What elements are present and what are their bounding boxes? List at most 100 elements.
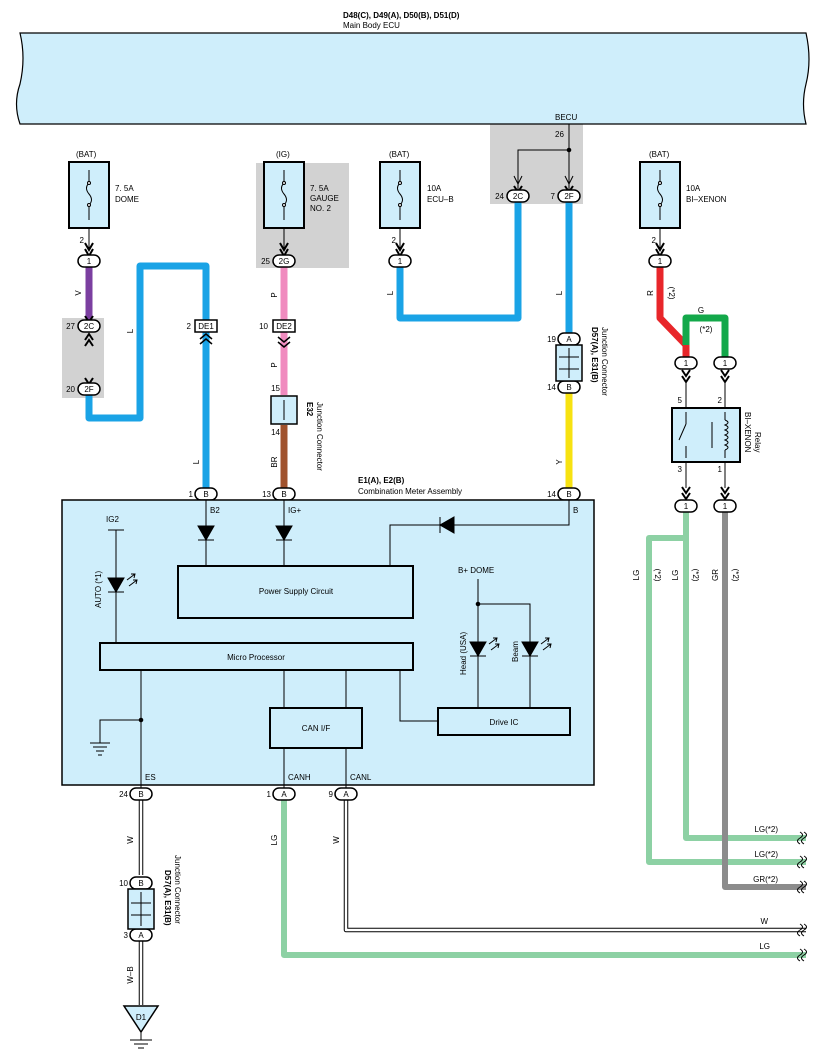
svg-text:W–B: W–B xyxy=(126,966,135,983)
svg-text:NO. 2: NO. 2 xyxy=(310,204,331,213)
svg-text:10A: 10A xyxy=(427,184,442,193)
svg-text:B: B xyxy=(138,879,143,888)
fuse-icon xyxy=(281,170,287,220)
svg-text:1: 1 xyxy=(684,359,689,368)
svg-text:13: 13 xyxy=(262,490,271,499)
svg-text:3: 3 xyxy=(124,931,129,940)
svg-text:(BAT): (BAT) xyxy=(389,150,410,159)
svg-text:14: 14 xyxy=(271,428,280,437)
svg-text:A: A xyxy=(138,931,144,940)
pin-circles xyxy=(77,189,737,942)
svg-text:Drive IC: Drive IC xyxy=(490,718,519,727)
pin-26-label: 26 xyxy=(555,130,564,139)
svg-text:Y: Y xyxy=(555,459,564,465)
junction-d57-bottom: D57(A), E31(B) Junction Connector xyxy=(127,855,182,930)
svg-text:BR: BR xyxy=(270,456,279,467)
svg-text:10A: 10A xyxy=(686,184,701,193)
svg-text:DOME: DOME xyxy=(115,195,139,204)
svg-text:10: 10 xyxy=(259,322,268,331)
svg-text:D1: D1 xyxy=(136,1013,147,1022)
svg-text:3: 3 xyxy=(678,465,683,474)
svg-text:B2: B2 xyxy=(210,506,220,515)
svg-text:(IG): (IG) xyxy=(276,150,290,159)
svg-text:2: 2 xyxy=(718,396,723,405)
svg-text:2: 2 xyxy=(652,236,657,245)
becu-label: BECU xyxy=(555,113,577,122)
svg-text:2: 2 xyxy=(392,236,397,245)
svg-text:LG(*2): LG(*2) xyxy=(754,825,778,834)
svg-text:7. 5A: 7. 5A xyxy=(310,184,329,193)
svg-text:14: 14 xyxy=(547,383,556,392)
svg-text:2: 2 xyxy=(187,322,192,331)
fuse-ecub: (BAT) 10A ECU–B xyxy=(379,150,454,250)
svg-text:BI–XENON: BI–XENON xyxy=(743,412,752,453)
svg-text:D57(A), E31(B): D57(A), E31(B) xyxy=(163,870,172,926)
pin-arrows xyxy=(84,185,730,501)
wire-labels: V L L P P BR L L Y R (*2) G (*2) LG (*2)… xyxy=(74,287,740,984)
right-wire-labels: LG(*2) LG(*2) GR(*2) W LG xyxy=(753,825,778,951)
beam-led-icon xyxy=(521,637,552,658)
svg-text:1: 1 xyxy=(398,257,403,266)
svg-text:2F: 2F xyxy=(84,385,93,394)
drive-ic xyxy=(437,707,571,736)
svg-text:E32: E32 xyxy=(305,402,314,417)
svg-text:10: 10 xyxy=(119,879,128,888)
svg-text:2G: 2G xyxy=(279,257,290,266)
svg-text:1: 1 xyxy=(723,359,728,368)
svg-text:L: L xyxy=(126,328,135,333)
svg-text:IG+: IG+ xyxy=(288,506,301,515)
svg-text:BI–XENON: BI–XENON xyxy=(686,195,727,204)
svg-text:DE1: DE1 xyxy=(198,322,214,331)
svg-text:B: B xyxy=(573,506,578,515)
svg-text:B: B xyxy=(566,383,571,392)
junction-d57-top: D57(A), E31(B) Junction Connector xyxy=(555,327,609,396)
svg-text:27: 27 xyxy=(66,322,75,331)
svg-text:Relay: Relay xyxy=(753,432,762,452)
auto-led-icon xyxy=(107,573,138,594)
svg-text:AUTO (*1): AUTO (*1) xyxy=(94,570,103,608)
svg-text:5: 5 xyxy=(678,396,683,405)
svg-text:Combination Meter Assembly: Combination Meter Assembly xyxy=(358,487,462,496)
fuse-gauge: (IG) 7. 5A GAUGE NO. 2 xyxy=(263,150,339,250)
svg-text:GR(*2): GR(*2) xyxy=(753,875,778,884)
svg-text:B+ DOME: B+ DOME xyxy=(458,566,494,575)
svg-text:(*2): (*2) xyxy=(731,569,740,582)
fuse-bi-xenon: (BAT) 10A BI–XENON xyxy=(639,150,727,250)
pin-numbers: 2 25 2 2 27 20 2 10 15 14 24 7 19 14 5 2… xyxy=(66,192,722,940)
svg-text:B: B xyxy=(203,490,208,499)
ecu-internal-wiring xyxy=(513,124,574,190)
svg-text:G: G xyxy=(698,306,704,315)
svg-text:1: 1 xyxy=(684,502,689,511)
svg-text:(BAT): (BAT) xyxy=(76,150,97,159)
connector-de2: DE2 xyxy=(272,319,296,348)
power-supply-circuit xyxy=(177,565,414,619)
svg-text:DE2: DE2 xyxy=(276,322,292,331)
svg-text:20: 20 xyxy=(66,385,75,394)
svg-text:Junction Connector: Junction Connector xyxy=(600,327,609,396)
fuse-dome: (BAT) 7. 5A DOME xyxy=(68,150,139,250)
svg-text:L: L xyxy=(386,290,395,295)
svg-text:P: P xyxy=(270,362,279,367)
svg-text:(*2): (*2) xyxy=(653,569,662,582)
svg-text:15: 15 xyxy=(271,384,280,393)
svg-text:25: 25 xyxy=(261,257,270,266)
can-interface xyxy=(269,707,363,749)
svg-text:LG(*2): LG(*2) xyxy=(754,850,778,859)
svg-text:Head (USA): Head (USA) xyxy=(459,632,468,675)
svg-text:Power Supply Circuit: Power Supply Circuit xyxy=(259,587,334,596)
svg-text:B: B xyxy=(566,490,571,499)
fuse-icon xyxy=(86,170,92,220)
svg-text:1: 1 xyxy=(267,790,272,799)
svg-text:LG: LG xyxy=(759,942,770,951)
svg-text:19: 19 xyxy=(547,335,556,344)
svg-text:B: B xyxy=(281,490,286,499)
svg-text:D57(A), E31(B): D57(A), E31(B) xyxy=(590,327,599,383)
ground-d1: D1 xyxy=(122,1005,160,1049)
svg-text:Junction Connector: Junction Connector xyxy=(173,855,182,924)
wire-break-marks xyxy=(797,831,807,962)
svg-text:1: 1 xyxy=(723,502,728,511)
svg-text:IG2: IG2 xyxy=(106,515,119,524)
svg-text:GR: GR xyxy=(711,569,720,581)
svg-text:(BAT): (BAT) xyxy=(649,150,670,159)
micro-processor xyxy=(99,642,414,671)
